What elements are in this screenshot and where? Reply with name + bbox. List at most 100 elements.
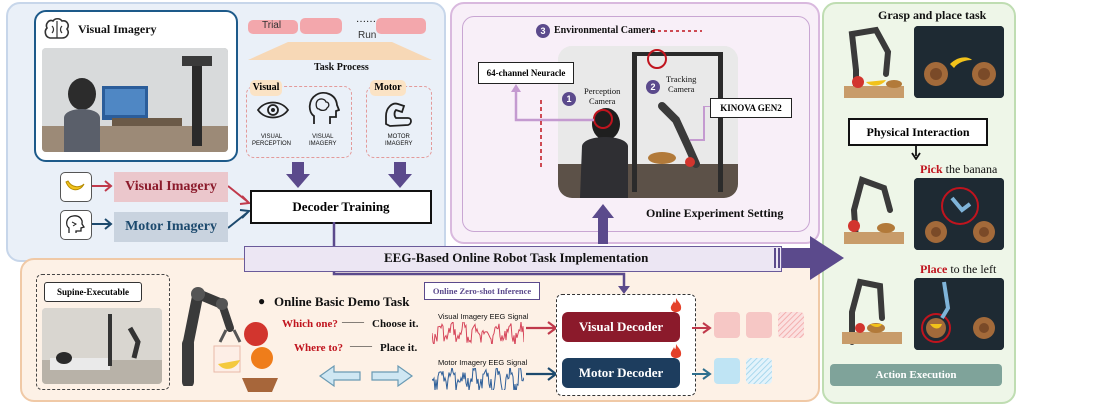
neuracle-connector xyxy=(511,84,594,122)
banner-bar xyxy=(244,246,782,272)
visual-perception-label: VISUAL PERCEPTION xyxy=(252,134,291,148)
motor-imagery-small-label: MOTOR IMAGERY xyxy=(385,134,413,148)
place-word: Place xyxy=(920,262,948,276)
run-dots: …… xyxy=(356,14,376,25)
neuracle-label: 64-channel Neuracle xyxy=(486,68,566,78)
kinova-connector xyxy=(690,106,710,141)
perception-camera-text: Perception Camera xyxy=(584,86,621,106)
motor-group-tag: Motor xyxy=(370,80,406,96)
eye-icon xyxy=(256,101,290,119)
place-instruction: Place to the left xyxy=(920,262,996,277)
supine-photo xyxy=(42,308,162,384)
motor-imagery-box: Motor Imagery xyxy=(114,212,228,242)
visual-group-label: Visual xyxy=(252,82,280,93)
subject-desk-photo xyxy=(42,48,228,152)
where-to-dash: —— xyxy=(350,340,372,352)
kinova-label: KINOVA GEN2 xyxy=(720,103,782,113)
tracking-camera-text: Tracking Camera xyxy=(666,74,697,94)
left-arrow-icon xyxy=(318,364,361,388)
run-block-1 xyxy=(300,18,342,34)
badge-2-text: 2 xyxy=(650,82,656,92)
pick-word: Pick xyxy=(920,162,943,176)
badge-1-text: 1 xyxy=(566,94,572,104)
robot-scene-2 xyxy=(844,176,904,244)
decoder-output-arrows xyxy=(692,322,712,380)
vi-signal-label: Visual Imagery EEG Signal xyxy=(438,312,529,321)
banner-label: EEG-Based Online Robot Task Implementati… xyxy=(384,250,649,265)
icon-arrow-to-motor xyxy=(92,218,113,230)
task-process-label: Task Process xyxy=(314,62,369,73)
badge-2: 2 xyxy=(646,80,660,94)
action-execution-box: Action Execution xyxy=(830,364,1002,386)
task-process-arrow xyxy=(248,42,432,60)
right-arrow-icon xyxy=(371,364,414,388)
visual-perception-text: VISUAL PERCEPTION xyxy=(252,134,292,147)
supine-frame xyxy=(36,274,170,390)
visual-imagery-box-label: Visual Imagery xyxy=(125,179,217,194)
zero-shot-label: Online Zero-shot Inference xyxy=(432,286,532,296)
run-label: Run xyxy=(358,30,377,41)
visual-imagery-small-text: VISUAL IMAGERY xyxy=(309,134,337,147)
motor-decoder-label: Motor Decoder xyxy=(578,365,664,380)
topview-1 xyxy=(914,26,1004,98)
place-rest: to the left xyxy=(947,262,997,276)
up-arrow-to-experiment xyxy=(592,204,614,244)
supine-label: Supine-Executable xyxy=(56,287,129,297)
red-dashed-divider xyxy=(540,100,542,170)
physical-interaction-label: Physical Interaction xyxy=(866,125,970,139)
vi-eeg-waveform xyxy=(432,322,524,344)
supine-label-box: Supine-Executable xyxy=(44,282,142,302)
decoder-training-label: Decoder Training xyxy=(292,199,390,214)
demo-bullet: ● xyxy=(258,294,266,308)
choose-it-label: Choose it. xyxy=(372,318,419,330)
pick-instruction: Pick the banana xyxy=(920,162,997,177)
visual-decoder-label: Visual Decoder xyxy=(578,319,664,334)
kinova-box: KINOVA GEN2 xyxy=(710,98,792,118)
visual-imagery-box: Visual Imagery xyxy=(114,172,228,202)
robot-scene-1 xyxy=(844,26,904,98)
interaction-down-arrow xyxy=(911,144,921,160)
motor-imagery-small-text: MOTOR IMAGERY xyxy=(385,134,413,147)
demo-title: Online Basic Demo Task xyxy=(274,294,410,309)
badge-1: 1 xyxy=(562,92,576,106)
environmental-camera-label: Environmental Camera xyxy=(554,25,656,36)
mi-eeg-waveform xyxy=(432,368,524,390)
visual-imagery-title: Visual Imagery xyxy=(78,22,157,36)
thinking-head-icon xyxy=(66,215,86,233)
neuracle-box: 64-channel Neuracle xyxy=(478,62,574,84)
down-arrow-visual xyxy=(286,162,310,188)
visual-group-tag: Visual xyxy=(250,80,282,96)
env-camera-dashed-line xyxy=(652,30,702,32)
topview-2 xyxy=(914,178,1004,250)
banner-arrow-head xyxy=(774,236,844,280)
brain-icon xyxy=(44,17,69,39)
thinking-face-tile xyxy=(60,210,92,240)
mi-signal-label: Motor Imagery EEG Signal xyxy=(438,358,528,367)
banana-icon xyxy=(65,180,85,191)
pick-rest: the banana xyxy=(942,162,998,176)
robot-scene-3 xyxy=(842,278,902,345)
action-execution-label: Action Execution xyxy=(875,369,957,381)
topview-3 xyxy=(914,278,1004,350)
trial-label: Trial xyxy=(262,20,282,31)
which-one-label: Which one? xyxy=(282,318,338,330)
motor-imagery-box-label: Motor Imagery xyxy=(125,219,217,234)
online-experiment-setting-title: Online Experiment Setting xyxy=(646,206,784,220)
tracking-camera-label: Tracking Camera xyxy=(666,74,696,94)
robot-arm-illustration xyxy=(182,287,242,386)
arm-flex-icon xyxy=(385,102,412,127)
visual-group-box xyxy=(246,86,352,158)
imagery-to-decoder-arrows xyxy=(228,185,252,229)
perception-camera-label: Perception Camera xyxy=(584,86,620,106)
head-brain-icon xyxy=(308,92,340,124)
visual-imagery-small-label: VISUAL IMAGERY xyxy=(309,134,337,148)
tracking-camera-ring xyxy=(647,49,667,69)
where-to-label: Where to? xyxy=(294,342,343,354)
fire-icon-visual xyxy=(670,298,682,312)
motor-group-label: Motor xyxy=(374,82,402,93)
badge-3-text: 3 xyxy=(540,26,546,36)
output-chips xyxy=(714,312,804,384)
physical-interaction-box: Physical Interaction xyxy=(848,118,988,146)
icon-arrow-to-visual xyxy=(92,180,113,192)
